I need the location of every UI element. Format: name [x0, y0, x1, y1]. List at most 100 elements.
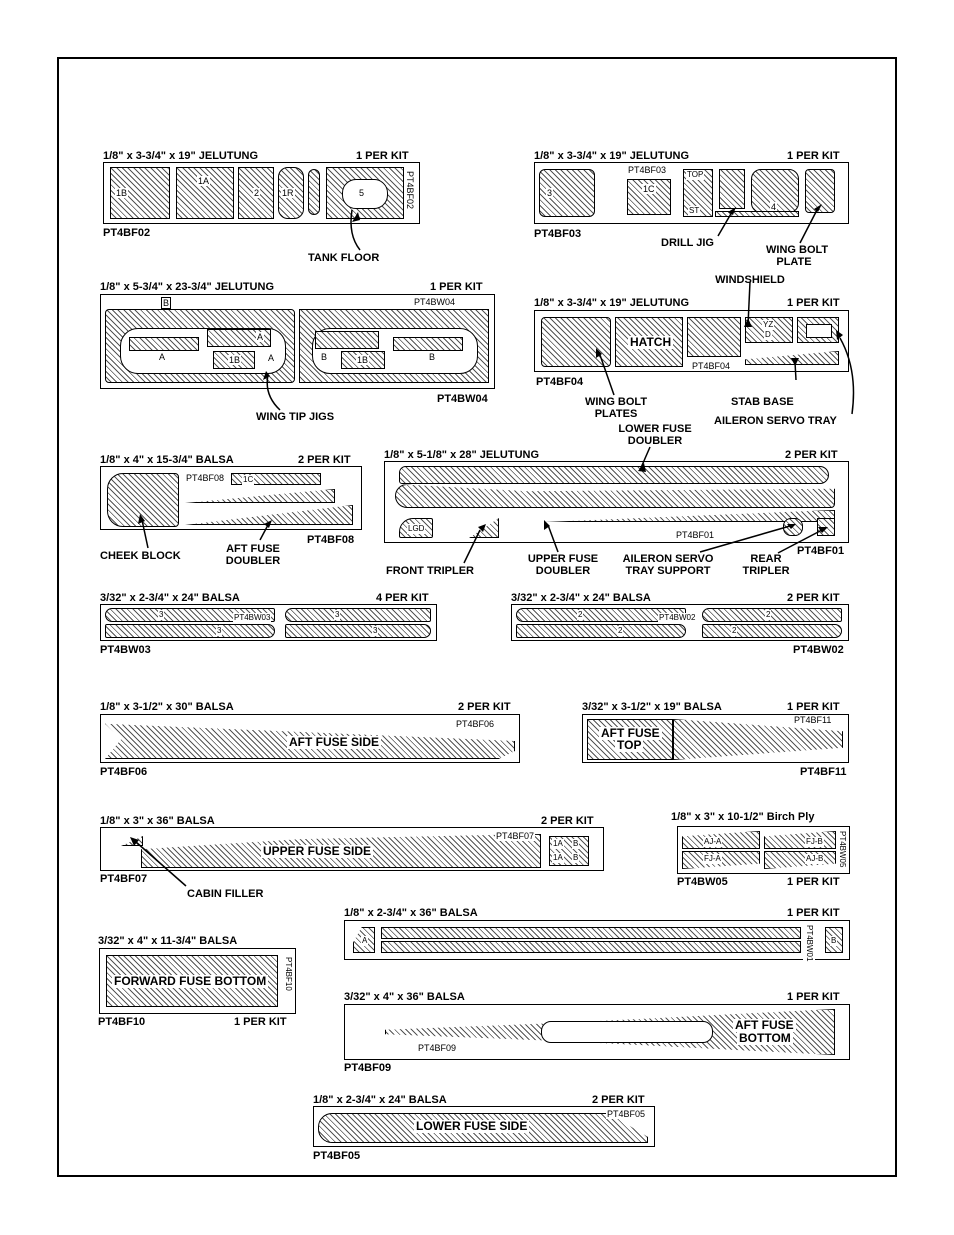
bw02-part-2: 2 [702, 608, 842, 622]
bf08-spec: 1/8" x 4" x 15-3/4" BALSA [100, 454, 234, 466]
bw05-qty: 1 PER KIT [787, 876, 840, 888]
leader-wing-bolt-plate [799, 207, 819, 244]
bf09-part-label-1: AFT FUSE [733, 1018, 796, 1032]
leader-windshield [747, 281, 751, 326]
bf07-part-small-pieces: 1A B 1A B [549, 836, 589, 866]
bw01-code-label: PT4BW01 [803, 925, 815, 962]
bw03-part-4: 3 [285, 624, 431, 638]
bf04-code: PT4BF04 [536, 376, 584, 388]
bw04-code: PT4BW04 [437, 393, 488, 405]
bf08-code-label: PT4BF08 [185, 473, 226, 483]
bf06-qty: 2 PER KIT [458, 701, 511, 713]
windshield-label: WINDSHIELD [715, 274, 785, 286]
aileron-servo-tray-support-label-2: TRAY SUPPORT [625, 565, 711, 577]
bf05-spec: 1/8" x 2-3/4" x 24" BALSA [313, 1094, 447, 1106]
bw04-spec: 1/8" x 5-3/4" x 23-3/4" JELUTUNG [100, 281, 274, 293]
bw05-part-aj-a: AJ-A [682, 831, 760, 849]
bw02-sheet: 2 2 2 2 PT4BW02 [511, 604, 849, 641]
bf01-qty: 2 PER KIT [785, 449, 838, 461]
bf08-qty: 2 PER KIT [298, 454, 351, 466]
bw03-spec: 3/32" x 2-3/4" x 24" BALSA [100, 592, 240, 604]
bf04-part-servo-tray [797, 317, 839, 343]
bf03-part-1c: 1C [627, 179, 671, 215]
bf08-part-cheek-block [107, 473, 179, 527]
bw01-spec: 1/8" x 2-3/4" x 36" BALSA [344, 907, 478, 919]
upper-fuse-doubler-label-2: DOUBLER [535, 565, 591, 577]
bw05-spec: 1/8" x 3" x 10-1/2" Birch Ply [671, 811, 815, 823]
bf11-qty: 1 PER KIT [787, 701, 840, 713]
bw02-qty: 2 PER KIT [787, 592, 840, 604]
bf04-qty: 1 PER KIT [787, 297, 840, 309]
leader-wing-bolt-plates [599, 354, 615, 396]
leader-rear-tripler [777, 529, 823, 554]
leader-cabin-filler [135, 841, 187, 887]
bf11-spec: 3/32" x 3-1/2" x 19" BALSA [582, 701, 722, 713]
bf01-sheet: LGD PT4BF01 [384, 461, 849, 543]
front-tripler-label: FRONT TRIPLER [386, 565, 474, 577]
bf06-sheet: AFT FUSE SIDE PT4BF06 [100, 714, 520, 763]
bw04-sheet: A A 1B A B 1B B B PT4BW04 [100, 294, 495, 389]
bf07-code: PT4BF07 [100, 873, 148, 885]
bw03-code: PT4BW03 [100, 644, 151, 656]
rear-tripler-label-1: REAR [750, 553, 782, 565]
bf03-part-strip [715, 211, 799, 217]
bf11-part-label-2: TOP [615, 738, 644, 752]
rear-tripler-label-2: TRIPLER [742, 565, 790, 577]
leader-wing-tip-jigs [266, 374, 281, 411]
wing-tip-jigs-label: WING TIP JIGS [256, 411, 335, 423]
bf02-part-1b: 1B [110, 167, 170, 219]
bf02-part-1r: 1R [278, 167, 304, 219]
bw02-part-1: 2 [516, 608, 686, 622]
bf02-part-tank-floor: 5 [326, 167, 404, 219]
bf07-sheet: UPPER FUSE SIDE PT4BF07 1A B 1A B [100, 827, 604, 871]
bw04-part-b2: B [393, 337, 463, 362]
bf05-sheet: LOWER FUSE SIDE PT4BF05 [313, 1106, 655, 1147]
leader-tank-floor [350, 209, 361, 251]
bw04-code-label: PT4BW04 [413, 297, 457, 307]
bf03-part-3: 3 [539, 169, 595, 217]
aft-fuse-doubler-label-1: AFT FUSE [226, 543, 280, 555]
bf04-part-wing-bolt-plates [541, 317, 611, 367]
bw04-part-1b-left: 1B [213, 351, 255, 369]
bf07-spec: 1/8" x 3" x 36" BALSA [100, 815, 215, 827]
wing-bolt-plates-label-2: PLATES [594, 408, 638, 420]
leader-drill-jig [717, 211, 733, 237]
bf04-spec: 1/8" x 3-3/4" x 19" JELUTUNG [534, 297, 690, 309]
bw03-code-label: PT4BW03 [233, 613, 272, 623]
bf11-sheet: AFT FUSE TOP PT4BF11 [582, 714, 849, 763]
bw01-qty: 1 PER KIT [787, 907, 840, 919]
bw02-code: PT4BW02 [793, 644, 844, 656]
bf05-code-label: PT4BF05 [606, 1109, 647, 1119]
bw05-code-label: PT4BW05 [836, 831, 848, 868]
bf10-sheet: FORWARD FUSE BOTTOM PT4BF10 [99, 948, 296, 1014]
bf01-part-lgd: LGD [399, 518, 433, 538]
aileron-servo-tray-label: AILERON SERVO TRAY [714, 415, 837, 427]
bf03-part-block [719, 169, 745, 209]
bf02-qty: 1 PER KIT [356, 150, 409, 162]
lower-fuse-doubler-label-1: LOWER FUSE [618, 423, 692, 435]
lower-fuse-doubler-label-2: DOUBLER [627, 435, 683, 447]
wing-bolt-plate-label-1: WING BOLT [766, 244, 829, 256]
bw01-strip-top [381, 927, 801, 939]
cheek-block-label: CHEEK BLOCK [100, 550, 181, 562]
bf01-spec: 1/8" x 5-1/8" x 28" JELUTUNG [384, 449, 540, 461]
page-border [57, 57, 897, 1177]
bf03-code-label: PT4BF03 [627, 165, 668, 175]
bf10-part-label: FORWARD FUSE BOTTOM [112, 974, 269, 988]
bf08-sheet: PT4BF08 1C [100, 466, 362, 530]
bf04-part-hatch: HATCH [615, 317, 683, 367]
bf03-qty: 1 PER KIT [787, 150, 840, 162]
bf09-qty: 1 PER KIT [787, 991, 840, 1003]
bf09-spec: 3/32" x 4" x 36" BALSA [344, 991, 465, 1003]
bf02-part-2: 2 [238, 167, 274, 219]
leader-aileron-servo-tray-support [699, 525, 791, 553]
drill-jig-label: DRILL JIG [661, 237, 714, 249]
bf05-part-label: LOWER FUSE SIDE [414, 1119, 530, 1133]
stab-base-label: STAB BASE [731, 396, 794, 408]
bf02-sheet: 1B 1A 2 1R 5 PT4BF02 [103, 162, 420, 224]
wing-bolt-plate-label-2: PLATE [776, 256, 812, 268]
bf08-part-1c: 1C [231, 473, 321, 485]
bf08-code: PT4BF08 [307, 534, 355, 546]
bf04-code-label: PT4BF04 [691, 361, 732, 371]
